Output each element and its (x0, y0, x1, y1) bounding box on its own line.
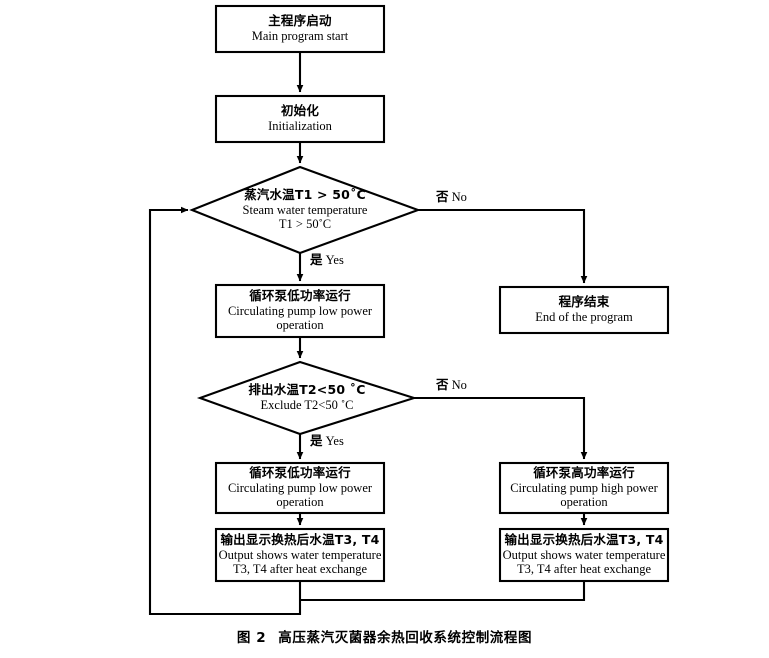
node-decision-t1-shape (189, 165, 422, 255)
edge-t1-no-to-end-program (418, 208, 588, 284)
node-end-program-shape (498, 285, 670, 335)
figure-caption-number: 图 2 (236, 630, 267, 646)
edge-loop-back-to-decision-t1 (148, 206, 302, 616)
edge-output-right-merge (300, 581, 586, 602)
node-decision-t2-shape (196, 360, 418, 436)
node-init-shape (214, 94, 386, 144)
edge-t2-no-to-pump-high (414, 396, 588, 460)
node-start-shape (214, 4, 386, 54)
node-output-left-shape (214, 527, 386, 583)
node-pump-high-shape (498, 461, 670, 515)
figure-caption-title: 高压蒸汽灭菌器余热回收系统控制流程图 (278, 630, 533, 646)
node-pump-low-1-shape (214, 283, 386, 339)
node-pump-low-2-shape (214, 461, 386, 515)
figure-caption: 图 2 高压蒸汽灭菌器余热回收系统控制流程图 (0, 626, 769, 646)
node-output-right-shape (498, 527, 670, 583)
